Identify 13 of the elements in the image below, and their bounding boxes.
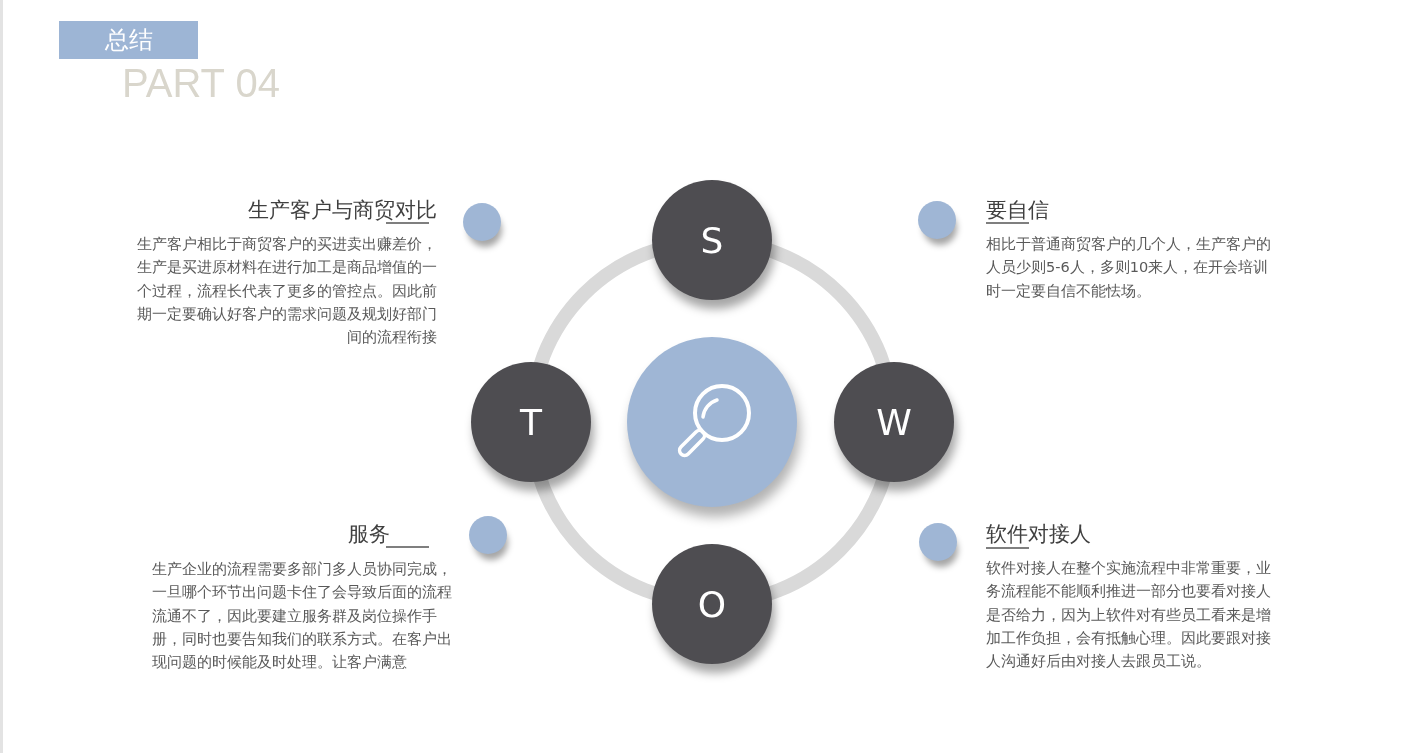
paragraph: 相比于普通商贸客户的几个人，生产客户的人员少则5-6人，多则10来人，在开会培训时一定要自信不能怯场。 bbox=[986, 235, 1272, 301]
heading: 生产客户与商贸对比 bbox=[248, 197, 437, 223]
heading: 软件对接人 bbox=[986, 521, 1091, 547]
letter-circle: S bbox=[652, 180, 772, 300]
letter-circle: O bbox=[652, 544, 772, 664]
letter-circle: T bbox=[471, 362, 591, 482]
paragraph: 生产客户相比于商贸客户的买进卖出赚差价，生产是买进原材料在进行加工是商品增值的一个过程，流程长代表了更多的管控点。因此前期一定要确认好客户的需求问题及规划好部门间的流程衔接 bbox=[137, 235, 437, 348]
paragraph: 软件对接人在整个实施流程中非常重要，业务流程能不能顺利推进一部分也要看对接人是否给力，因为上软件对有些员工看来是增加工作负担，会有抵触心理。因此要跟对接人沟通好后由对接人去跟员工说。 bbox=[986, 559, 1272, 672]
heading: 服务 bbox=[348, 521, 390, 547]
heading: 要自信 bbox=[986, 197, 1049, 223]
letter-circle: W bbox=[834, 362, 954, 482]
paragraph: 生产企业的流程需要多部门多人员协同完成，一旦哪个环节出问题卡住了会导致后面的流程流通不了，因此要建立服务群及岗位操作手册，同时也要告知我们的联系方式。在客户出现问题的时候能及时处理。让客户满意 bbox=[152, 560, 452, 673]
section-tab: 总结 bbox=[59, 21, 198, 59]
